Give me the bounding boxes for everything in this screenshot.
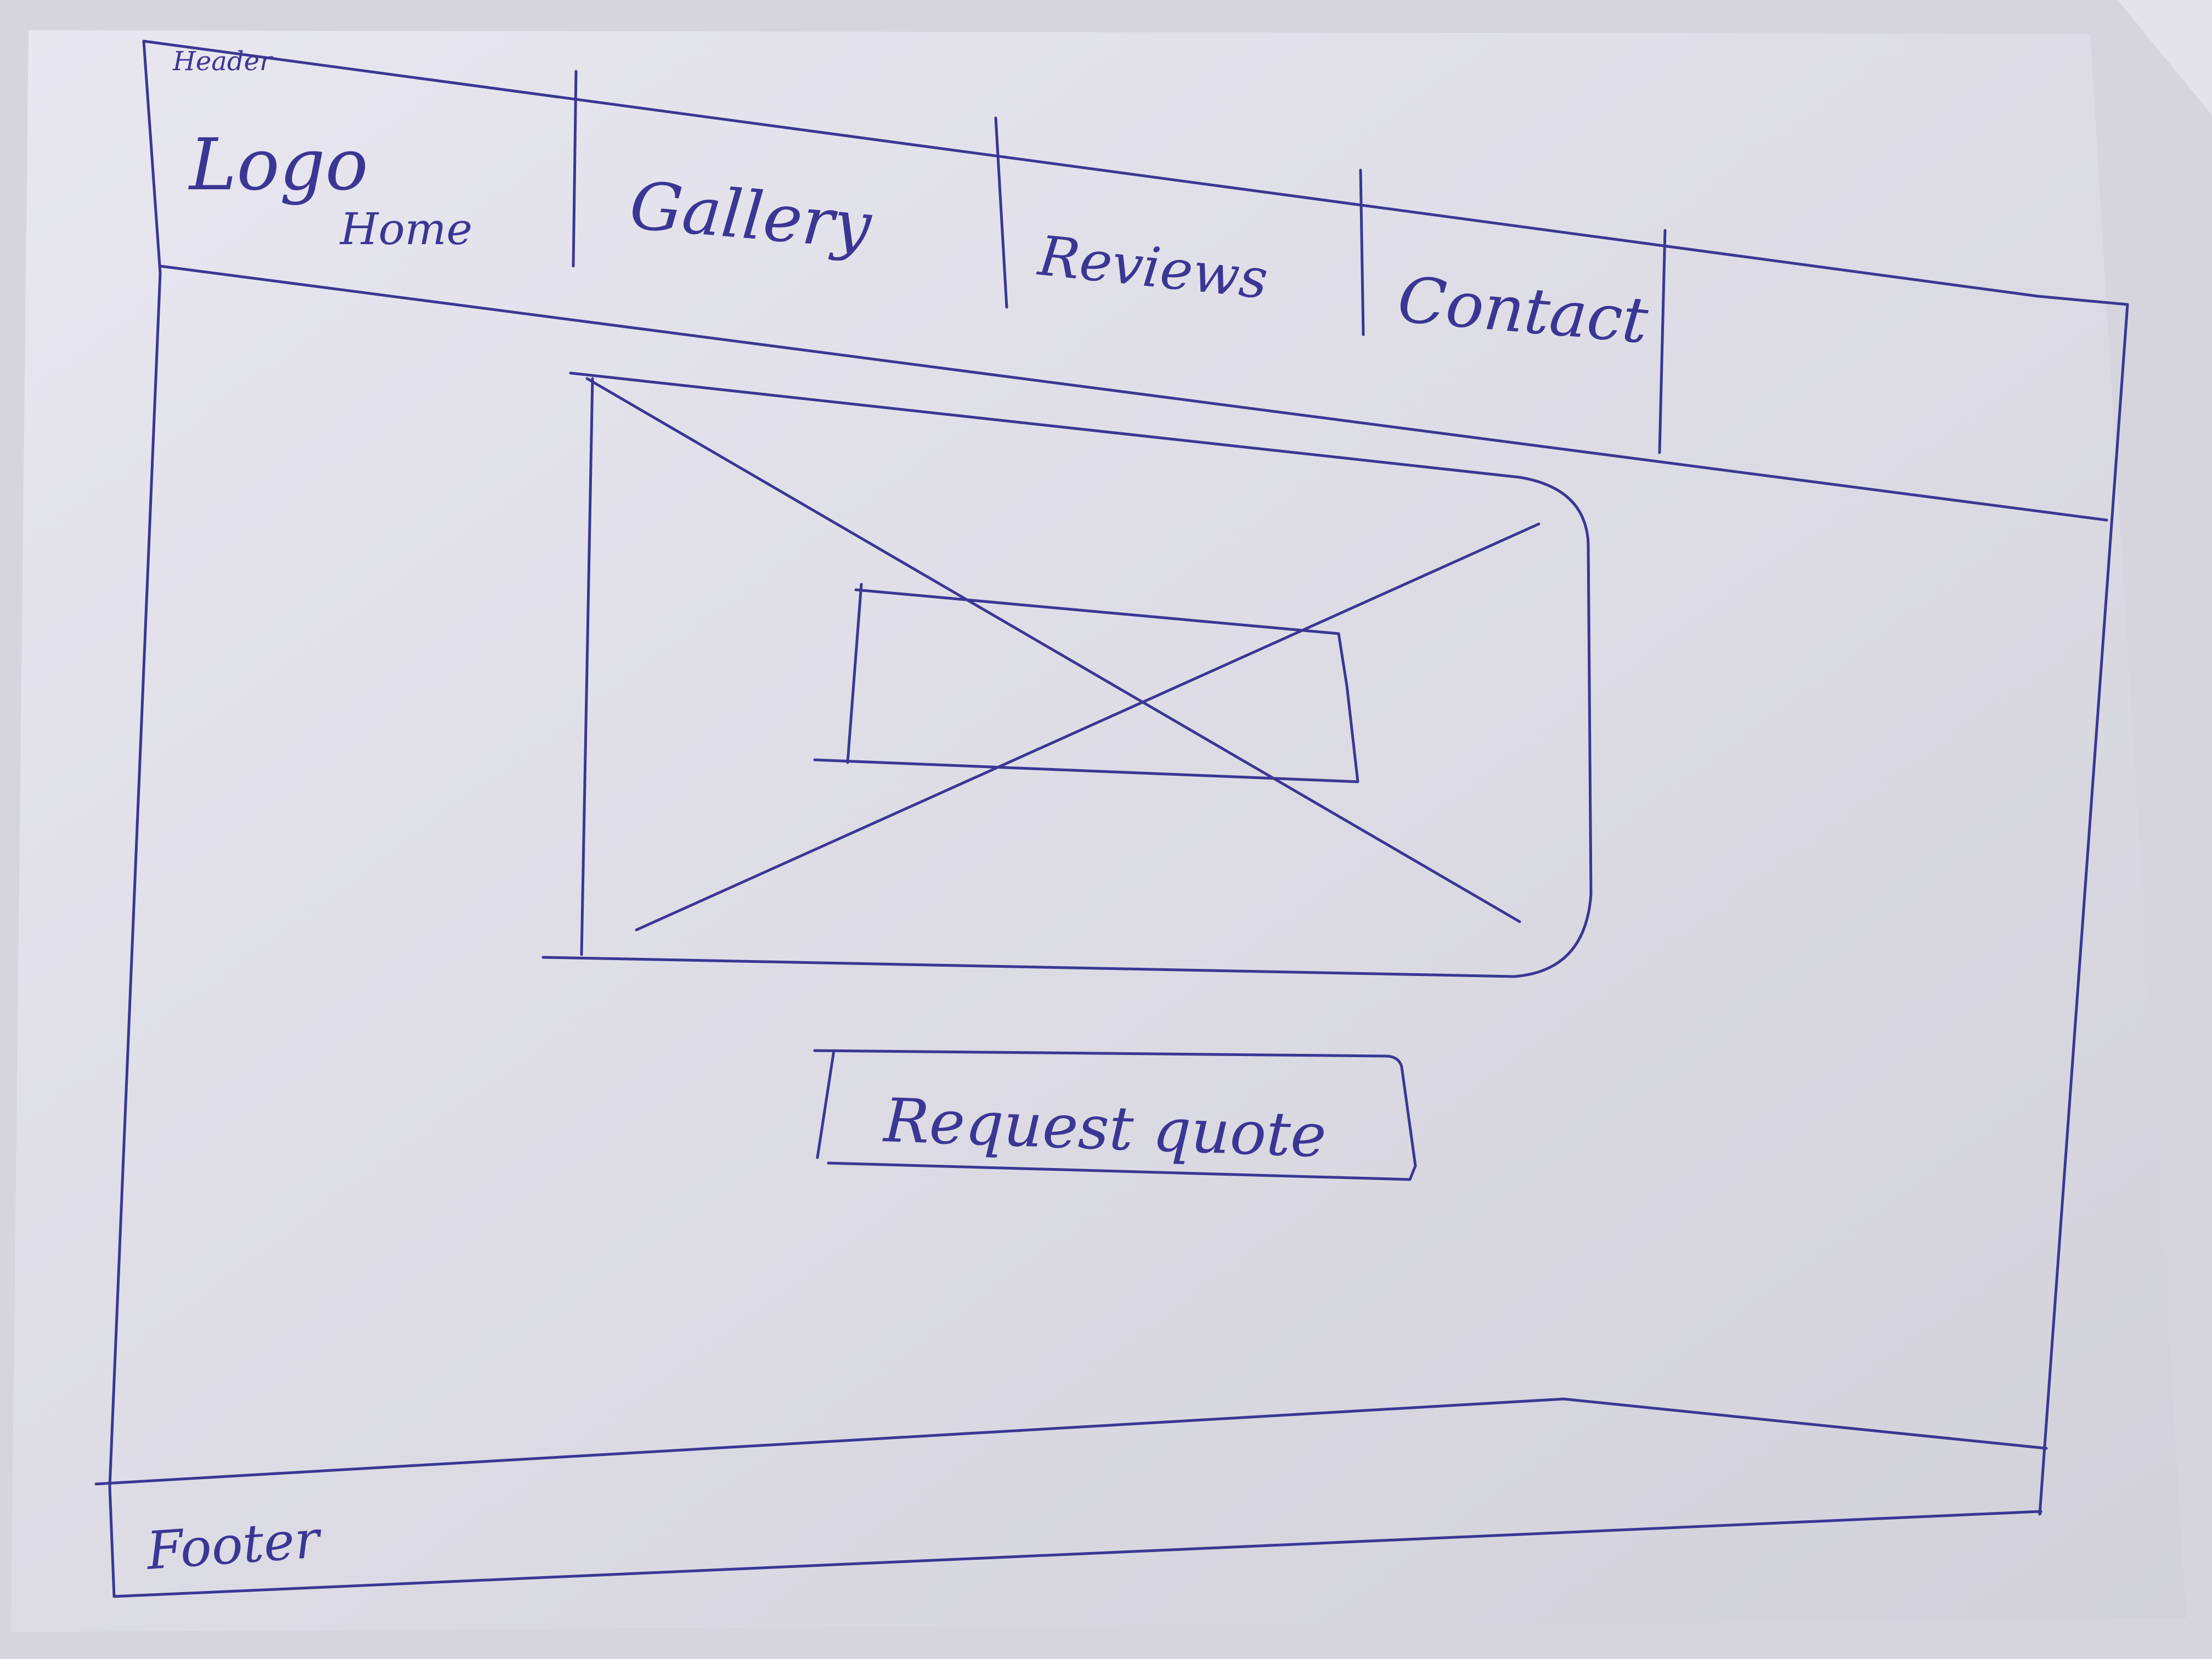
nav-divider-3 <box>1359 168 1365 336</box>
paper-corner <box>2118 0 2212 115</box>
request-quote-button[interactable]: Request quote <box>882 1085 1328 1171</box>
request-quote-button-border <box>813 1049 1417 1181</box>
nav-divider-4 <box>1658 229 1667 454</box>
header-bottom-line <box>159 264 2108 522</box>
footer-top-line <box>94 1397 2048 1486</box>
header-top-edge <box>142 40 2040 298</box>
paper-sheet <box>11 30 2186 1632</box>
logo: Logo <box>188 123 368 206</box>
footer-label: Footer <box>144 1509 324 1582</box>
page-frame <box>108 40 2129 1598</box>
header-label: Header <box>172 46 274 77</box>
nav-divider-1 <box>572 70 578 268</box>
nav-divider-2 <box>994 116 1008 309</box>
nav-item-home[interactable]: Home <box>339 204 472 255</box>
image-placeholder <box>541 371 1593 978</box>
